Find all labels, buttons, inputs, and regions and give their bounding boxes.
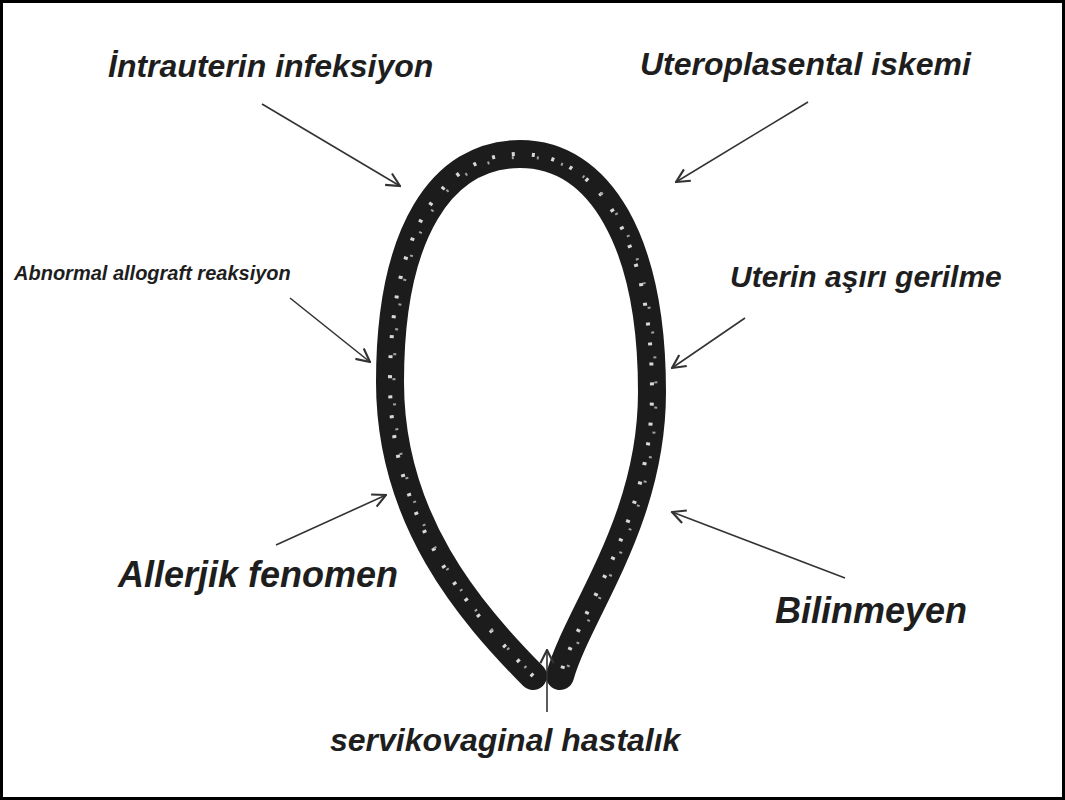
cause-label: Abnormal allograft reaksiyon	[14, 262, 291, 285]
leader-arrow	[276, 495, 386, 545]
ring-speckle	[390, 154, 652, 676]
cause-label: servikovaginal hastalık	[330, 722, 680, 759]
cause-label: İntrauterin infeksiyon	[108, 48, 433, 85]
leader-arrow	[290, 298, 370, 362]
cause-label: Uterin aşırı gerilme	[730, 260, 1002, 295]
ring-speckle	[394, 157, 656, 679]
cause-label: Allerjik fenomen	[118, 554, 398, 595]
leader-arrow	[262, 104, 400, 186]
leader-arrow	[672, 512, 845, 578]
uterus-ring	[390, 154, 652, 676]
cause-label: Bilinmeyen	[775, 590, 967, 631]
leader-arrow	[546, 650, 548, 712]
leader-arrow	[672, 318, 745, 368]
cause-label: Uteroplasental iskemi	[640, 46, 971, 83]
leader-arrow	[676, 102, 808, 182]
